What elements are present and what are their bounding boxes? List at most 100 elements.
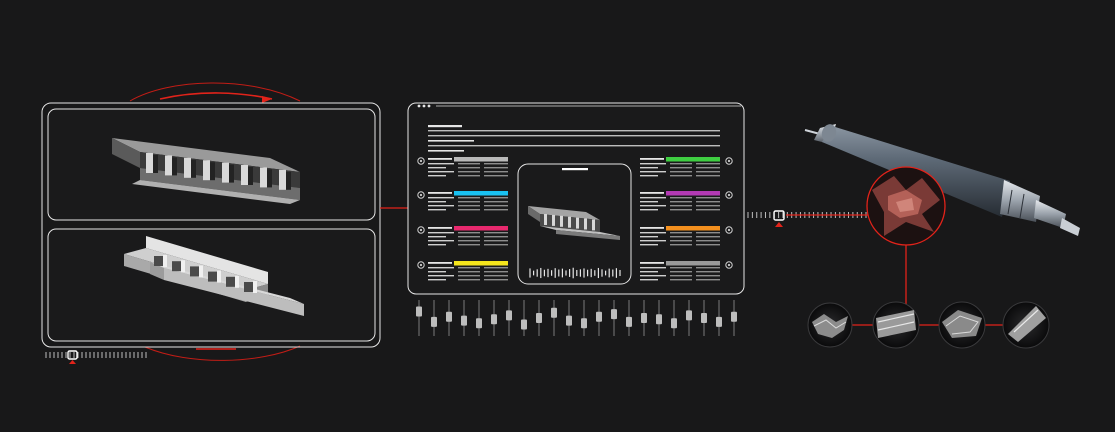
row-knob-icon[interactable] [725,261,733,269]
comb-tooth-slot [172,157,177,176]
comb-tooth-slot [191,159,196,178]
right-parameter-row[interactable] [640,191,733,211]
fader[interactable] [506,300,512,336]
comb-tooth-slot [286,171,291,190]
left-parameter-row[interactable] [417,157,508,177]
row-knob-icon[interactable] [725,191,733,199]
comb-slots [154,255,257,293]
texture-pattern-icon [876,310,916,338]
comb-teeth [146,153,291,190]
right-parameter-row[interactable] [640,157,733,177]
color-tag [666,226,720,231]
fader-knob[interactable] [566,315,572,326]
comb-rib [163,255,167,267]
fader-knob[interactable] [416,306,422,317]
left-timeline-slider[interactable] [45,350,147,364]
fader[interactable] [446,300,452,336]
fader[interactable] [536,300,542,336]
fader-knob[interactable] [581,318,587,329]
color-tag [666,261,720,266]
fader-knob[interactable] [536,313,542,323]
fader[interactable] [461,300,467,336]
fader-knob[interactable] [596,311,602,322]
left-parameter-rows [417,157,508,281]
fader-knob[interactable] [611,309,617,320]
fader[interactable] [641,300,647,336]
fader[interactable] [611,300,617,336]
right-parameter-row[interactable] [640,226,733,246]
fader-knob[interactable] [656,314,662,325]
comb-tooth [146,153,153,173]
fader-knob[interactable] [686,310,692,321]
row-knob-icon[interactable] [417,157,425,165]
fader-knob[interactable] [626,316,632,327]
fader[interactable] [521,300,527,336]
fader-knob[interactable] [671,318,677,329]
comb-rib [199,265,203,278]
comb-tooth-slot [210,162,215,181]
orbit-arcs [129,82,301,361]
comb-rib [235,275,239,288]
right-timeline-slider[interactable] [747,210,868,227]
row-knob-icon[interactable] [417,191,425,199]
slider-handle-icon[interactable] [773,210,785,221]
fader-knob[interactable] [446,311,452,322]
arrow-icon [262,96,272,103]
texture-zoom[interactable] [866,166,946,246]
texture-pattern-icon [942,310,982,338]
fader-knob[interactable] [491,314,497,325]
fader[interactable] [551,300,557,336]
comb-tooth [241,165,248,185]
analysis-window [407,102,745,295]
fader-bank[interactable] [416,300,737,336]
preview-tooth [592,219,595,231]
pattern-thumbnail-2[interactable] [872,301,920,349]
color-tag [454,157,508,162]
fader[interactable] [731,300,737,336]
right-parameter-rows [640,157,733,281]
fader[interactable] [566,300,572,336]
color-tag [454,261,508,266]
pattern-thumbnail-3[interactable] [938,301,986,349]
window-dot-icon [422,104,426,108]
comb-tooth [260,167,267,188]
slider-handle-icon[interactable] [67,350,78,360]
fader[interactable] [596,300,602,336]
fader[interactable] [701,300,707,336]
fader[interactable] [581,300,587,336]
fader[interactable] [476,300,482,336]
fader[interactable] [671,300,677,336]
fader[interactable] [491,300,497,336]
left-parameter-row[interactable] [417,191,508,211]
left-parameter-row[interactable] [417,226,508,246]
comb-part-light-icon [124,236,304,316]
comb-tooth-slot [153,155,158,173]
texture-pattern-icon [812,314,848,338]
fader-knob[interactable] [461,315,467,326]
fader[interactable] [626,300,632,336]
right-parameter-row[interactable] [640,261,733,281]
fader-knob[interactable] [476,318,482,329]
row-knob-icon[interactable] [417,261,425,269]
fader[interactable] [431,300,437,336]
left-parameter-row[interactable] [417,261,508,281]
fader-knob[interactable] [431,316,437,327]
fader-knob[interactable] [641,313,647,323]
fader[interactable] [656,300,662,336]
fader[interactable] [716,300,722,336]
fader-knob[interactable] [731,311,737,322]
fader-knob[interactable] [551,307,557,318]
fader-knob[interactable] [716,316,722,327]
pattern-thumbnail-4[interactable] [1002,301,1050,349]
fader[interactable] [686,300,692,336]
color-tag [666,191,720,196]
row-knob-icon[interactable] [725,157,733,165]
fader-knob[interactable] [506,310,512,321]
pattern-thumbnail-1[interactable] [807,302,853,348]
fader[interactable] [416,300,422,336]
fader-knob[interactable] [521,319,527,330]
row-knob-icon[interactable] [417,226,425,234]
row-knob-icon[interactable] [725,226,733,234]
fader-knob[interactable] [701,313,707,323]
